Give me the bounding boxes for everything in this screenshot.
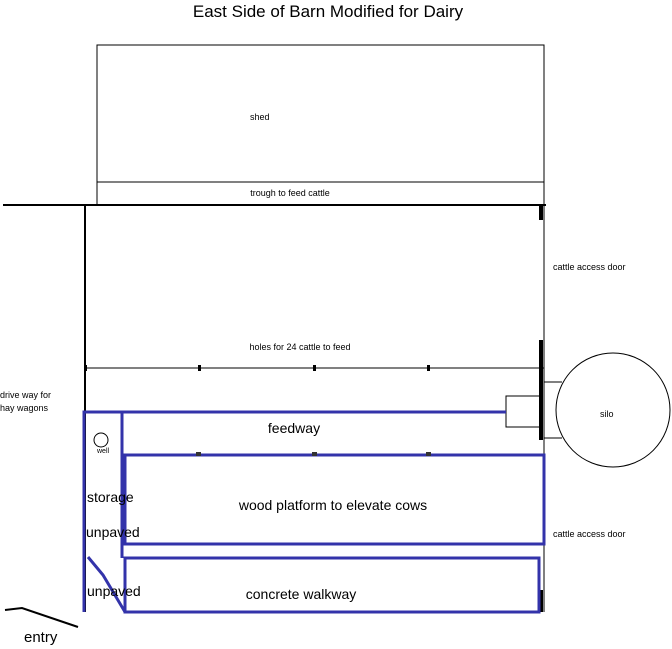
silo-circle [555, 352, 671, 468]
concrete-walkway-outline [123, 556, 541, 614]
driveway-label-line1: drive way for [0, 390, 51, 400]
trough-label: trough to feed cattle [250, 188, 330, 198]
feed-hole-marker [84, 365, 87, 371]
entry-line [4, 606, 79, 628]
platform-hole-marker [312, 452, 317, 456]
unpaved-lower-label: unpaved [87, 583, 141, 599]
storage-label: storage [87, 489, 134, 505]
well-label: well [96, 448, 110, 455]
platform-hole-marker [426, 452, 431, 456]
wood-platform-outline [123, 453, 546, 546]
entry-label: entry [24, 629, 58, 646]
silo-label: silo [600, 409, 614, 419]
cattle-access-door-lower-label: cattle access door [553, 529, 626, 539]
silo-chute-box [505, 395, 542, 428]
platform-hole-marker [196, 452, 201, 456]
feed-hole-marker [313, 365, 316, 371]
concrete-walkway-label: concrete walkway [246, 586, 357, 602]
wood-platform-label: wood platform to elevate cows [238, 497, 427, 513]
feedway-outline [82, 410, 506, 455]
storage-diagonal-edge [86, 556, 127, 613]
shed-label: shed [250, 112, 270, 122]
driveway-label-line2: hay wagons [0, 403, 49, 413]
shed-outline [96, 44, 545, 183]
feed-hole-marker [198, 365, 201, 371]
feedway-label: feedway [268, 420, 320, 436]
well-icon [93, 432, 109, 448]
holes-label: holes for 24 cattle to feed [249, 342, 350, 352]
unpaved-upper-label: unpaved [86, 524, 140, 540]
cattle-access-door-upper-label: cattle access door [553, 262, 626, 272]
feed-hole-marker [427, 365, 430, 371]
diagram-title: East Side of Barn Modified for Dairy [193, 2, 464, 21]
